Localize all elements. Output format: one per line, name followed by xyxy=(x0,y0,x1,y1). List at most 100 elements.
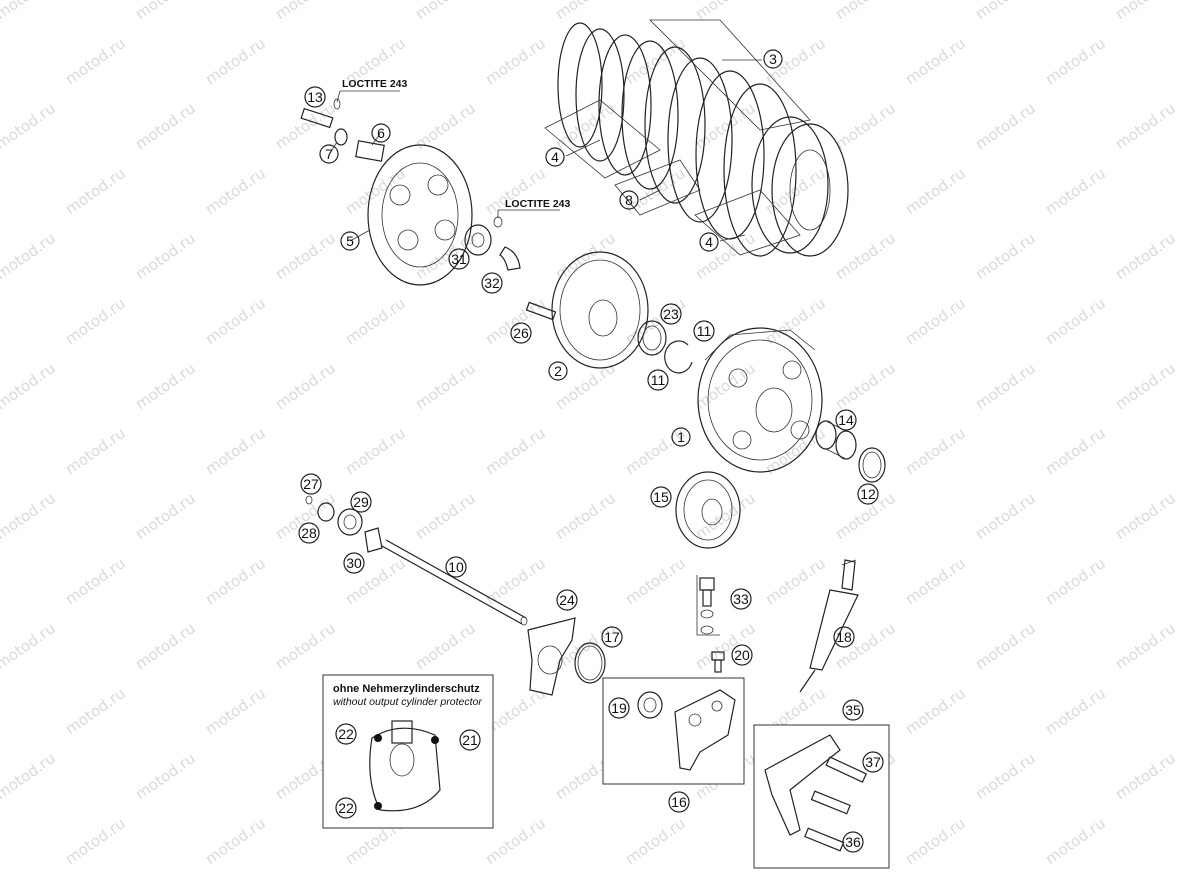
watermark-text: motod.ru xyxy=(0,749,59,803)
watermark-text: motod.ru xyxy=(972,489,1039,543)
callout-14: 14 xyxy=(835,409,857,431)
watermark-text: motod.ru xyxy=(202,164,269,218)
svg-text:24: 24 xyxy=(559,592,575,608)
callout-31: 31 xyxy=(448,248,470,270)
watermark-text: motod.ru xyxy=(412,619,479,673)
watermark-text: motod.ru xyxy=(132,359,199,413)
svg-text:4: 4 xyxy=(551,149,559,165)
svg-text:23: 23 xyxy=(663,306,679,322)
watermark-text: motod.ru xyxy=(1182,34,1186,88)
callout-36: 36 xyxy=(842,831,864,853)
callout-7: 7 xyxy=(319,144,339,164)
watermark-text: motod.ru xyxy=(202,554,269,608)
callout-23: 23 xyxy=(660,303,682,325)
watermark-text: motod.ru xyxy=(272,0,339,23)
callout-33: 33 xyxy=(730,588,752,610)
svg-text:31: 31 xyxy=(451,251,467,267)
callout-30: 30 xyxy=(343,552,365,574)
gasket-oring xyxy=(527,617,606,696)
watermark-text: motod.ru xyxy=(1112,749,1179,803)
watermark-text: motod.ru xyxy=(342,424,409,478)
svg-text:33: 33 xyxy=(733,591,749,607)
watermark-text: motod.ru xyxy=(902,294,969,348)
callout-27: 27 xyxy=(300,473,322,495)
watermark-text: motod.ru xyxy=(132,749,199,803)
svg-text:27: 27 xyxy=(303,476,319,492)
callout-26: 26 xyxy=(510,322,532,344)
svg-text:18: 18 xyxy=(836,629,852,645)
watermark-text: motod.ru xyxy=(62,684,129,738)
watermark-text: motod.ru xyxy=(972,619,1039,673)
watermark-text: motod.ru xyxy=(0,619,59,673)
watermark-text: motod.ru xyxy=(1182,294,1186,348)
callout-3: 3 xyxy=(763,49,783,69)
watermark-text: motod.ru xyxy=(202,424,269,478)
watermark-text: motod.ru xyxy=(902,34,969,88)
watermark-text: motod.ru xyxy=(832,0,899,23)
callout-16: 16 xyxy=(668,791,690,813)
watermark-text: motod.ru xyxy=(552,0,619,23)
pressure-plate xyxy=(367,144,473,286)
callout-22: 22 xyxy=(335,797,357,819)
watermark-text: motod.ru xyxy=(1112,619,1179,673)
watermark-text: motod.ru xyxy=(972,749,1039,803)
watermark-text: motod.ru xyxy=(132,99,199,153)
watermark-text: motod.ru xyxy=(62,424,129,478)
watermark-text: motod.ru xyxy=(62,34,129,88)
watermark-text: motod.ru xyxy=(1112,489,1179,543)
callout-22: 22 xyxy=(335,723,357,745)
inset-title: ohne Nehmerzylinderschutz xyxy=(333,683,480,695)
watermark-text: motod.ru xyxy=(1042,164,1109,218)
svg-text:15: 15 xyxy=(653,489,669,505)
watermark-text: motod.ru xyxy=(762,554,829,608)
watermark-text: motod.ru xyxy=(1112,99,1179,153)
watermark-text: motod.ru xyxy=(1042,294,1109,348)
watermark-text: motod.ru xyxy=(202,814,269,868)
leader-lines xyxy=(329,59,762,242)
loctite-label: LOCTITE 243 xyxy=(342,78,408,90)
callout-5: 5 xyxy=(340,231,360,251)
watermark-text: motod.ru xyxy=(1182,684,1186,738)
watermark-text: motod.ru xyxy=(972,359,1039,413)
callout-32: 32 xyxy=(481,272,503,294)
watermark-text: motod.ru xyxy=(1042,684,1109,738)
watermark-text: motod.ru xyxy=(62,814,129,868)
watermark-text: motod.ru xyxy=(0,229,59,283)
watermark-text: motod.ru xyxy=(0,489,59,543)
callout-13: 13 xyxy=(304,86,326,108)
watermark-text: motod.ru xyxy=(272,359,339,413)
svg-text:20: 20 xyxy=(734,647,750,663)
bracket-box xyxy=(753,724,890,869)
watermark-text: motod.ru xyxy=(622,814,689,868)
svg-text:1: 1 xyxy=(677,429,685,445)
watermark-text: motod.ru xyxy=(342,294,409,348)
watermark-text: motod.ru xyxy=(1182,424,1186,478)
svg-text:32: 32 xyxy=(484,275,500,291)
watermark-text: motod.ru xyxy=(132,229,199,283)
callout-11: 11 xyxy=(693,320,715,342)
callout-11: 11 xyxy=(647,369,669,391)
watermark-text: motod.ru xyxy=(832,229,899,283)
grease-syringe xyxy=(799,559,859,693)
svg-text:3: 3 xyxy=(769,51,777,67)
watermark-text: motod.ru xyxy=(412,0,479,23)
watermark-text: motod.ru xyxy=(1042,814,1109,868)
watermark-text: motod.ru xyxy=(1112,359,1179,413)
watermark-text: motod.ru xyxy=(0,0,59,23)
watermark-text: motod.ru xyxy=(412,489,479,543)
svg-text:37: 37 xyxy=(865,754,881,770)
watermark-text: motod.ru xyxy=(132,619,199,673)
watermark-text: motod.ru xyxy=(622,554,689,608)
watermark-text: motod.ru xyxy=(1182,164,1186,218)
nut-and-washers xyxy=(464,216,557,321)
watermark-text: motod.ru xyxy=(832,359,899,413)
svg-text:6: 6 xyxy=(377,125,385,141)
svg-text:13: 13 xyxy=(307,89,323,105)
needle-bearing xyxy=(815,420,886,483)
watermark-text: motod.ru xyxy=(1112,0,1179,23)
svg-text:22: 22 xyxy=(338,726,354,742)
watermark-text: motod.ru xyxy=(202,294,269,348)
callout-29: 29 xyxy=(350,491,372,513)
watermark-text: motod.ru xyxy=(1042,34,1109,88)
